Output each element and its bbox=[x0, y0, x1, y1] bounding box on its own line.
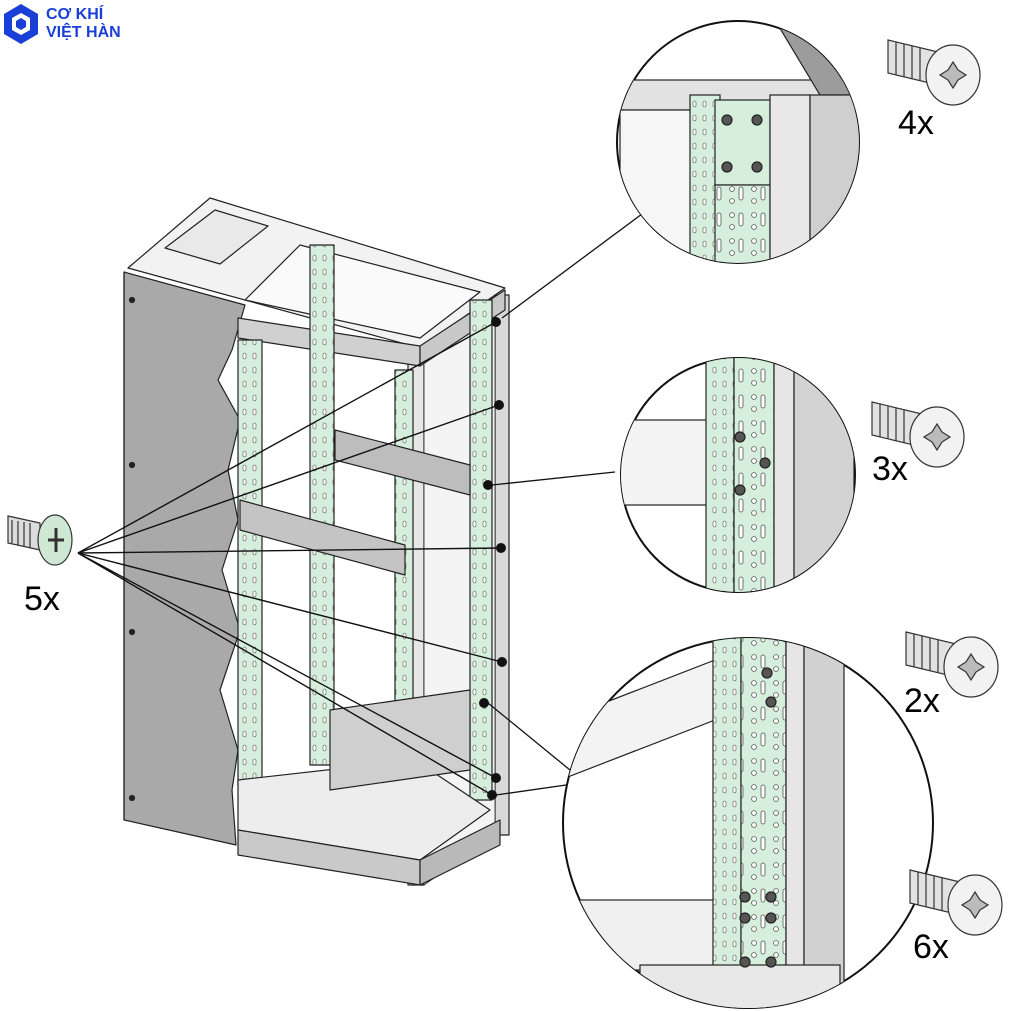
screw-head bbox=[751, 161, 763, 173]
torx-screw-icon bbox=[909, 869, 1003, 936]
cross-bar-upper bbox=[334, 429, 471, 496]
screw-head bbox=[734, 484, 746, 496]
detail-rail bbox=[705, 358, 735, 592]
quantity-label-3x: 3x bbox=[872, 450, 908, 488]
screw-head bbox=[751, 114, 763, 126]
top-panel-detail bbox=[164, 209, 269, 265]
attach-point bbox=[479, 698, 489, 708]
attach-point bbox=[491, 317, 501, 327]
rack-cabinet bbox=[123, 197, 510, 886]
attach-point bbox=[497, 657, 507, 667]
detail-view-middle bbox=[620, 357, 856, 593]
cross-bar-lower bbox=[239, 499, 406, 576]
attachment-points bbox=[479, 317, 507, 800]
attach-point bbox=[483, 480, 493, 490]
logo-line-2: VIỆT HÀN bbox=[46, 24, 121, 41]
front-right-upright bbox=[494, 294, 510, 836]
detail-view-top bbox=[616, 20, 860, 264]
logo-line-1: CƠ KHÍ bbox=[46, 6, 104, 23]
screw-head bbox=[739, 912, 751, 924]
attach-point bbox=[496, 543, 506, 553]
cabinet-base-side bbox=[419, 819, 501, 886]
leader-lines-5x bbox=[77, 321, 503, 796]
screw-head bbox=[734, 431, 746, 443]
detail-rail bbox=[712, 638, 742, 1008]
logo-text: CƠ KHÍ VIỆT HÀN bbox=[46, 6, 121, 42]
brand-logo: CƠ KHÍ VIỆT HÀN bbox=[2, 2, 121, 46]
detail-leader-lines bbox=[487, 213, 643, 796]
base-plate bbox=[329, 689, 471, 791]
quantity-label-2x: 2x bbox=[904, 682, 940, 720]
screw-head bbox=[765, 956, 777, 968]
attach-point bbox=[487, 790, 497, 800]
rail-front-right bbox=[469, 299, 493, 801]
screw-head bbox=[765, 891, 777, 903]
screw-head bbox=[721, 161, 733, 173]
detail-view-bottom bbox=[562, 637, 934, 1009]
screw-head bbox=[739, 956, 751, 968]
flat-head-screw-icon bbox=[7, 514, 73, 566]
torx-screw-icon bbox=[887, 39, 981, 106]
screw-head bbox=[739, 891, 751, 903]
quantity-label-6x: 6x bbox=[913, 928, 949, 966]
screw-head bbox=[759, 457, 771, 469]
top-cutaway bbox=[244, 244, 481, 339]
side-panel bbox=[123, 271, 246, 846]
hexagon-logo-icon bbox=[4, 4, 38, 44]
detail-bracket bbox=[714, 99, 771, 186]
screw-head bbox=[721, 114, 733, 126]
attach-point bbox=[494, 400, 504, 410]
rail-back-middle bbox=[309, 244, 335, 766]
quantity-label-5x: 5x bbox=[24, 580, 60, 618]
quantity-label-4x: 4x bbox=[898, 104, 934, 142]
torx-screw-icon bbox=[905, 631, 999, 698]
screw-head bbox=[765, 696, 777, 708]
screw-head bbox=[765, 912, 777, 924]
rail-back-left bbox=[237, 339, 263, 786]
attach-point bbox=[491, 773, 501, 783]
torx-screw-icon bbox=[871, 401, 965, 468]
screw-head bbox=[761, 667, 773, 679]
